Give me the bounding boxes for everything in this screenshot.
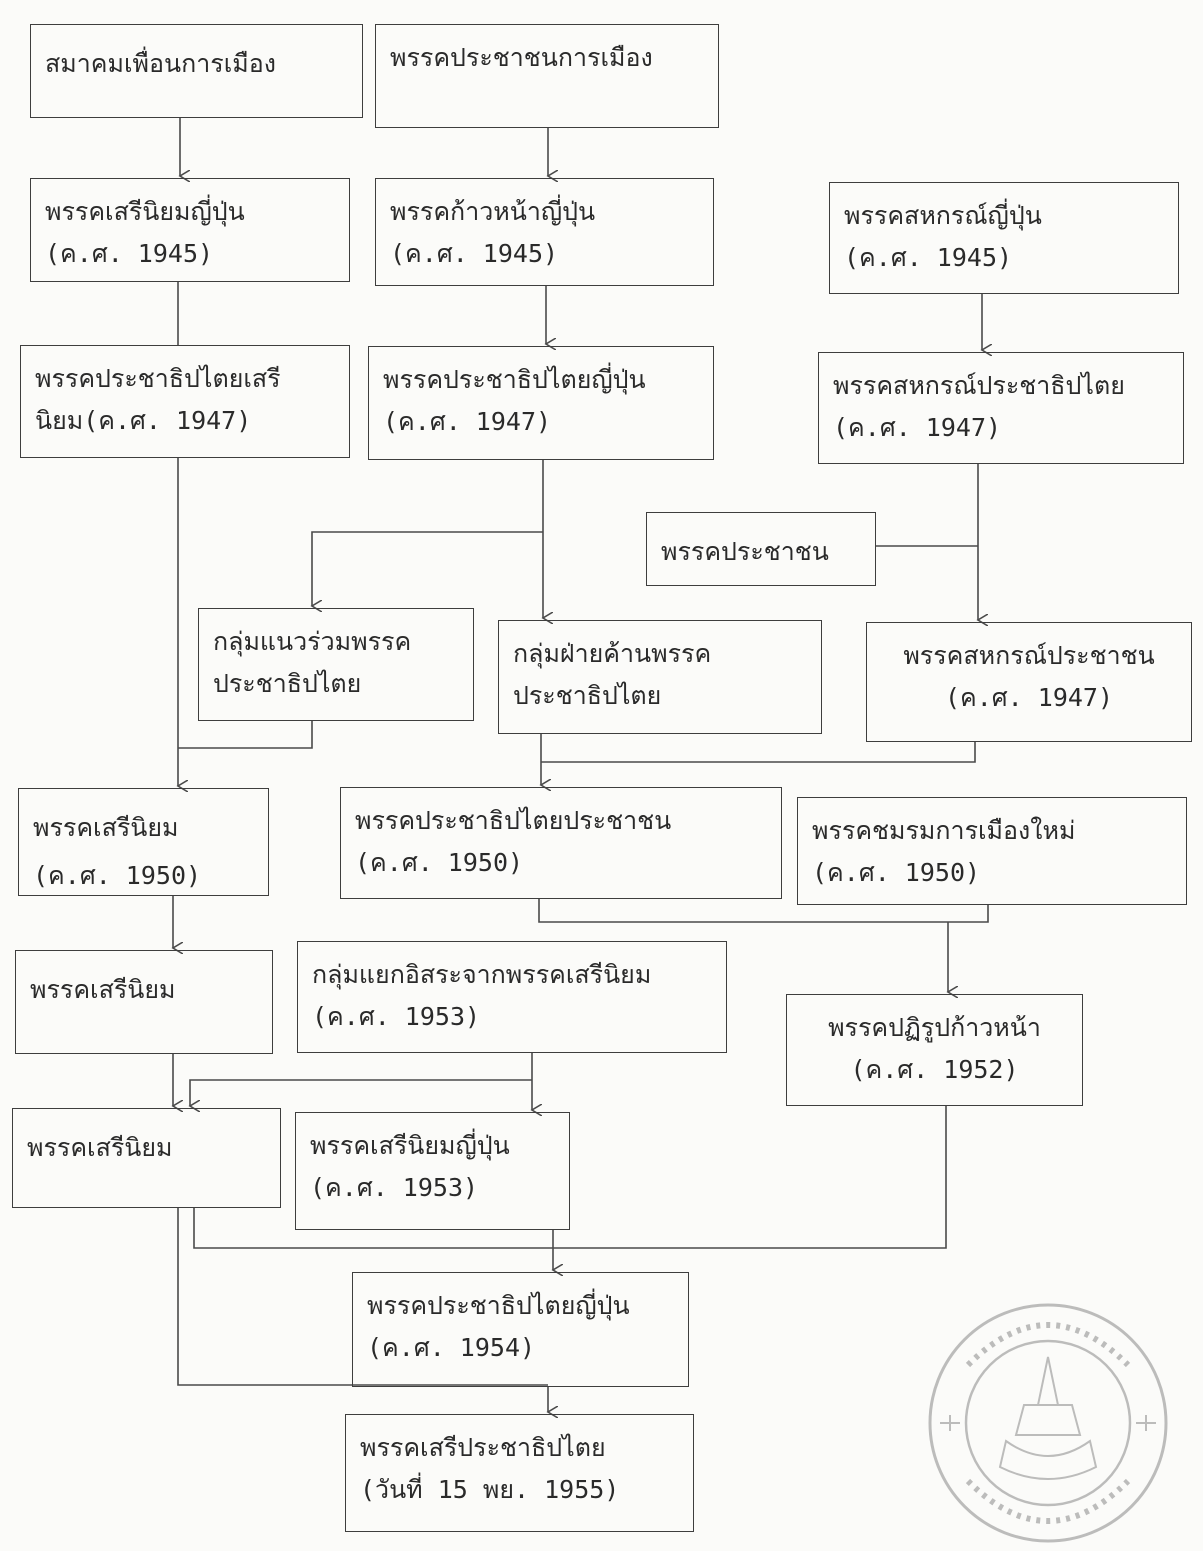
- edge-b14-b18: [538, 899, 989, 923]
- box-peoples-party: พรรคประชาชน: [646, 512, 876, 586]
- box-japan-progressive-party-1945: พรรคก้าวหน้าญี่ปุ่น (ค.ศ. 1945): [375, 178, 714, 286]
- box-label: พรรคประชาธิปไตยญี่ปุ่น: [367, 1291, 630, 1320]
- box-label: พรรคประชาธิปไตยประชาชน: [355, 806, 672, 835]
- edge-b10-b13: [178, 721, 313, 749]
- box-liberal-democratic-party-1955: พรรคเสรีประชาธิปไตย (วันที่ 15 พย. 1955): [345, 1414, 694, 1532]
- box-year: (ค.ศ. 1953): [310, 1173, 479, 1202]
- box-liberal-party-1950: พรรคเสรีนิยม (ค.ศ. 1950): [18, 788, 269, 896]
- box-japan-liberal-party-1945: พรรคเสรีนิยมญี่ปุ่น (ค.ศ. 1945): [30, 178, 350, 282]
- box-label: กลุ่มแนวร่วมพรรค: [213, 627, 412, 656]
- box-label: พรรคประชาธิปไตยญี่ปุ่น: [383, 365, 646, 394]
- box-peoples-democratic-party-1950: พรรคประชาธิปไตยประชาชน (ค.ศ. 1950): [340, 787, 782, 899]
- box-japan-cooperative-party-1945: พรรคสหกรณ์ญี่ปุ่น (ค.ศ. 1945): [829, 182, 1179, 294]
- box-label: พรรคเสรีนิยม: [30, 975, 176, 1004]
- box-label: พรรคสหกรณ์ประชาชน: [903, 641, 1155, 670]
- box-japan-democratic-party-1947: พรรคประชาธิปไตยญี่ปุ่น (ค.ศ. 1947): [368, 346, 714, 460]
- box-year: (ค.ศ. 1945): [844, 243, 1013, 272]
- box-year: นิยม(ค.ศ. 1947): [35, 406, 252, 435]
- box-year: (ค.ศ. 1945): [390, 239, 559, 268]
- edge-b19-b21: [193, 1106, 947, 1249]
- box-label: พรรคเสรีนิยม: [33, 813, 179, 842]
- box-label: พรรคปฏิรูปก้าวหน้า: [828, 1013, 1041, 1042]
- box-date: (วันที่ 15 พย. 1955): [360, 1475, 620, 1504]
- box-year: (ค.ศ. 1947): [944, 683, 1114, 712]
- box-year: (ค.ศ. 1954): [367, 1333, 536, 1362]
- box-year: (ค.ศ. 1947): [833, 413, 1002, 442]
- edge-b17-b19: [190, 1079, 532, 1106]
- box-cooperative-democratic-party-1947: พรรคสหกรณ์ประชาธิปไตย (ค.ศ. 1947): [818, 352, 1184, 464]
- box-label: พรรคชมรมการเมืองใหม่: [812, 816, 1076, 845]
- box-label: พรรคเสรีนิยม: [27, 1133, 173, 1162]
- box-japan-liberal-party-1953: พรรคเสรีนิยมญี่ปุ่น (ค.ศ. 1953): [295, 1112, 570, 1230]
- box-year: (ค.ศ. 1950): [812, 858, 981, 887]
- box-democratic-party-alliance-group: กลุ่มแนวร่วมพรรค ประชาธิปไตย: [198, 608, 474, 721]
- box-democratic-party-opposition-group: กลุ่มฝ่ายค้านพรรค ประชาธิปไตย: [498, 620, 822, 734]
- box-label-2: ประชาธิปไตย: [213, 669, 362, 698]
- box-label: พรรคประชาธิปไตยเสรี: [35, 364, 281, 393]
- edge-b16-b22: [177, 1208, 548, 1386]
- box-label: กลุ่มแยกอิสระจากพรรคเสรีนิยม: [312, 960, 652, 989]
- box-japan-democratic-party-1954: พรรคประชาธิปไตยญี่ปุ่น (ค.ศ. 1954): [352, 1272, 689, 1387]
- box-year: (ค.ศ. 1950): [355, 848, 524, 877]
- box-label: พรรคก้าวหน้าญี่ปุ่น: [390, 197, 596, 226]
- box-label: พรรคประชาชน: [661, 537, 829, 566]
- box-label: พรรคสหกรณ์ญี่ปุ่น: [844, 201, 1042, 230]
- box-liberal-party: พรรคเสรีนิยม: [15, 950, 273, 1054]
- box-peoples-political-party: พรรคประชาชนการเมือง: [375, 24, 719, 128]
- box-year: (ค.ศ. 1950): [33, 861, 202, 890]
- box-label: สมาคมเพื่อนการเมือง: [45, 49, 276, 78]
- box-label: พรรคเสรีนิยมญี่ปุ่น: [310, 1131, 510, 1160]
- edge-b7-b10: [312, 531, 543, 606]
- box-label-2: ประชาธิปไตย: [513, 681, 662, 710]
- box-label: พรรคเสรีนิยมญี่ปุ่น: [45, 197, 245, 226]
- box-year: (ค.ศ. 1953): [312, 1002, 481, 1031]
- box-progressive-reform-party-1952: พรรคปฏิรูปก้าวหน้า (ค.ศ. 1952): [786, 994, 1083, 1106]
- box-label: พรรคประชาชนการเมือง: [390, 43, 653, 72]
- box-label: พรรคสหกรณ์ประชาธิปไตย: [833, 371, 1125, 400]
- box-liberal-party-independent-split-1953: กลุ่มแยกอิสระจากพรรคเสรีนิยม (ค.ศ. 1953): [297, 941, 727, 1053]
- box-political-friends-association: สมาคมเพื่อนการเมือง: [30, 24, 363, 118]
- box-democratic-liberal-party-1947: พรรคประชาธิปไตยเสรี นิยม(ค.ศ. 1947): [20, 345, 350, 458]
- box-liberal-party-2: พรรคเสรีนิยม: [12, 1108, 281, 1208]
- box-year: (ค.ศ. 1947): [383, 407, 552, 436]
- box-year: (ค.ศ. 1952): [850, 1055, 1019, 1084]
- box-new-political-club-party-1950: พรรคชมรมการเมืองใหม่ (ค.ศ. 1950): [797, 797, 1187, 905]
- edge-b12-b14: [541, 742, 976, 763]
- box-peoples-cooperative-party-1947: พรรคสหกรณ์ประชาชน (ค.ศ. 1947): [866, 622, 1192, 742]
- box-year: (ค.ศ. 1945): [45, 239, 214, 268]
- box-label: กลุ่มฝ่ายค้านพรรค: [513, 639, 712, 668]
- library-seal-stamp: [928, 1303, 1168, 1543]
- box-label: พรรคเสรีประชาธิปไตย: [360, 1433, 606, 1462]
